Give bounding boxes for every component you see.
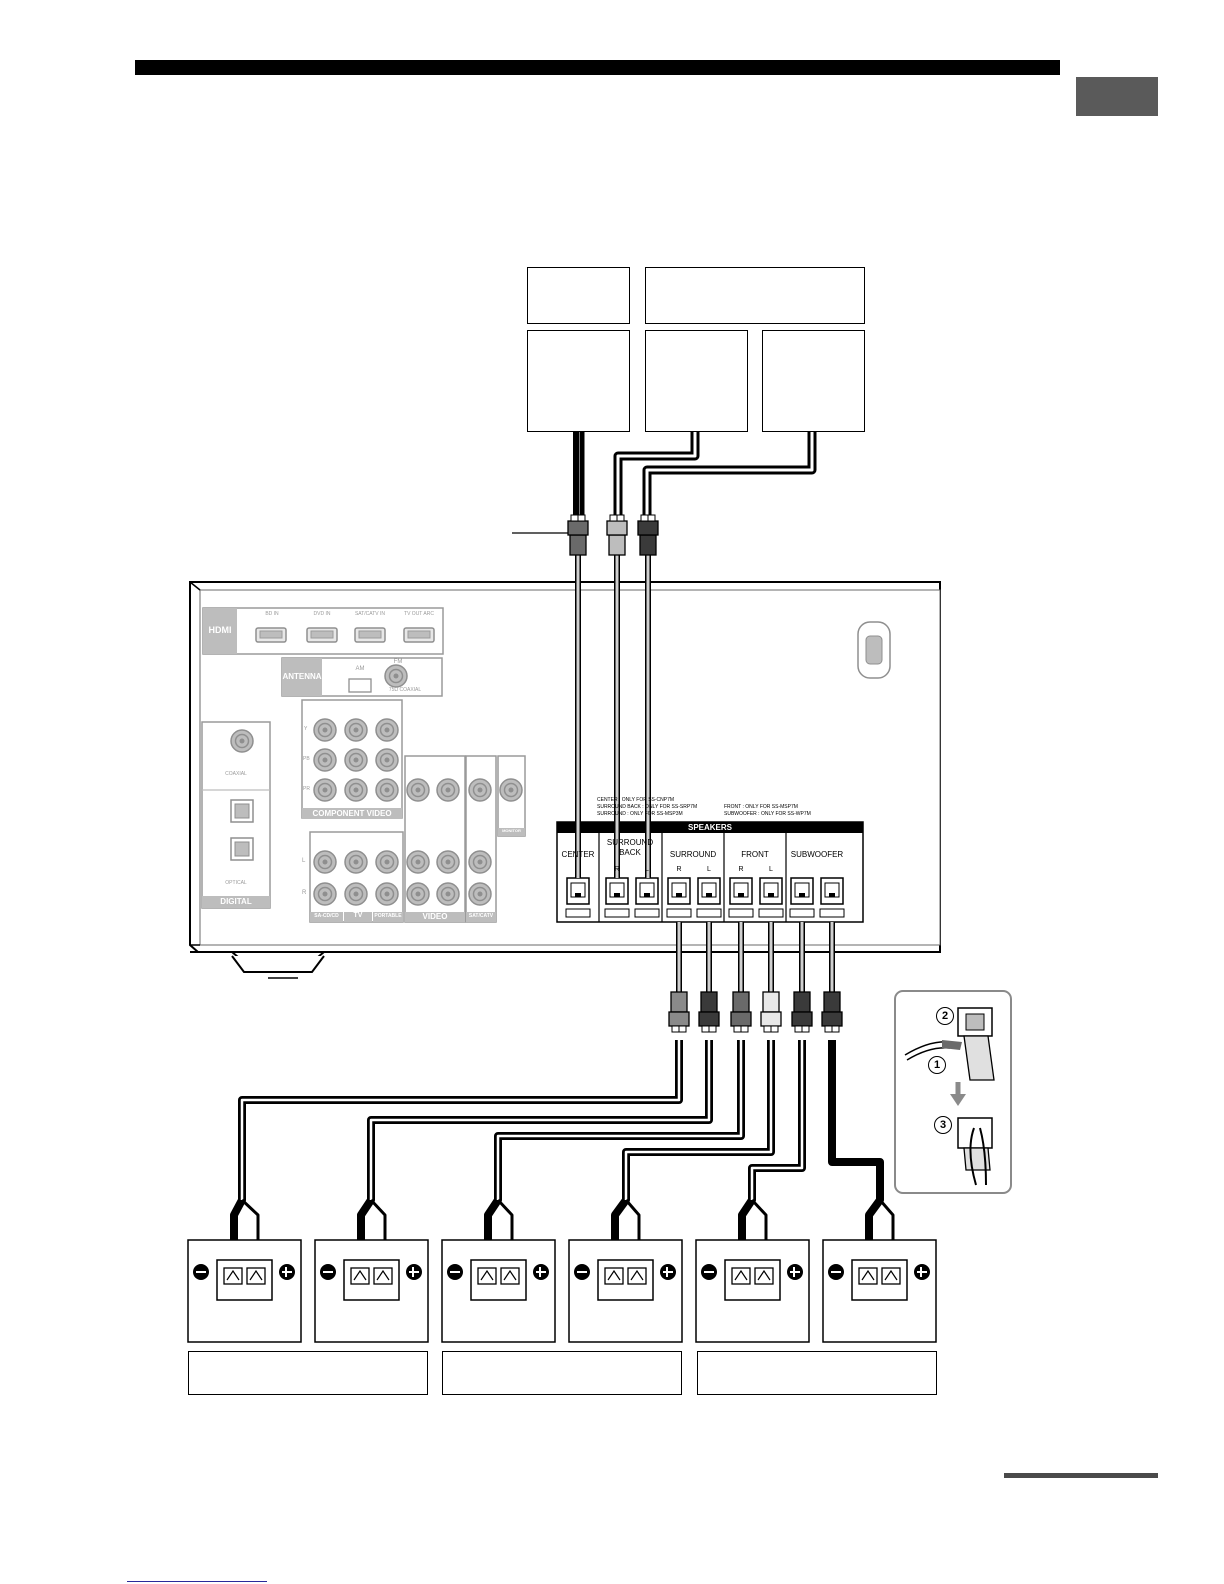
channel-label: L bbox=[707, 866, 711, 873]
sa-cd-label: SA-CD/CD bbox=[314, 913, 339, 919]
channel-label: L bbox=[769, 866, 773, 873]
bottom-group-label-box bbox=[442, 1351, 682, 1395]
jack-label-r: R bbox=[302, 890, 307, 896]
antenna-label: ANTENNA bbox=[282, 672, 322, 681]
jack-label-pr: PR bbox=[303, 786, 310, 792]
channel-label: R bbox=[738, 866, 744, 873]
speaker-group-subwoofer: SUBWOOFER bbox=[790, 850, 844, 859]
coaxial-label: COAXIAL bbox=[225, 771, 247, 777]
jack-label-y: Y bbox=[304, 726, 308, 732]
bottom-rule bbox=[1004, 1473, 1158, 1478]
monitor-label: MONITOR bbox=[502, 828, 521, 833]
title-bar bbox=[135, 60, 1060, 75]
speaker-group-surround: SURROUND bbox=[669, 850, 717, 859]
step-2-marker: 2 bbox=[936, 1007, 954, 1025]
center-speaker-box bbox=[527, 330, 630, 432]
jack-label-pb: PB bbox=[303, 756, 310, 762]
channel-label: R bbox=[676, 866, 682, 873]
hdmi-port-label: SAT/CATV IN bbox=[354, 611, 386, 617]
optical-label: OPTICAL bbox=[225, 880, 247, 886]
sat-label: SAT/CATV bbox=[468, 913, 494, 919]
am-label: AM bbox=[355, 666, 365, 672]
jack-label-l: L bbox=[302, 858, 306, 864]
speaker-note: SUBWOOFER : ONLY FOR SS-WP7M bbox=[724, 811, 811, 817]
speaker-note: SURROUND BACK : ONLY FOR SS-SRP7M bbox=[597, 804, 698, 810]
tv-label: TV bbox=[353, 912, 363, 919]
speaker-note: FRONT : ONLY FOR SS-MSP7M bbox=[724, 804, 798, 810]
hdmi-port-label: TV OUT ARC bbox=[404, 611, 434, 617]
section-tab bbox=[1076, 77, 1158, 116]
digital-label: DIGITAL bbox=[220, 897, 252, 906]
channel-label: L bbox=[645, 866, 649, 873]
speaker-group-front: FRONT bbox=[741, 850, 769, 859]
component-video-label: COMPONENT VIDEO bbox=[312, 809, 392, 818]
channel-label: R bbox=[614, 866, 620, 873]
step-3-marker: 3 bbox=[934, 1116, 952, 1134]
coax-label: 75Ω COAXIAL bbox=[388, 687, 422, 693]
surround-back-speaker-box-r bbox=[645, 330, 748, 432]
hdmi-port-label: BD IN bbox=[265, 611, 279, 617]
speaker-group-center: CENTER bbox=[561, 850, 595, 859]
surround-back-speaker-box-l bbox=[762, 330, 865, 432]
hdmi-port-label: DVD IN bbox=[313, 611, 331, 617]
speaker-note: CENTER : ONLY FOR SS-CNP7M bbox=[597, 797, 675, 803]
step-1-marker: 1 bbox=[928, 1056, 946, 1074]
speaker-group-surround-back: SURROUND BACK bbox=[606, 838, 654, 857]
speakers-title: SPEAKERS bbox=[687, 823, 732, 832]
bottom-group-label-box bbox=[188, 1351, 428, 1395]
hdmi-label: HDMI bbox=[208, 625, 232, 635]
video-label: VIDEO bbox=[422, 912, 448, 921]
speaker-note: SURROUND : ONLY FOR SS-MSP3M bbox=[597, 811, 683, 817]
top-speaker-label-box bbox=[527, 267, 630, 324]
footer-link-underline[interactable] bbox=[127, 1581, 267, 1582]
bottom-group-label-box bbox=[697, 1351, 937, 1395]
portable-label: PORTABLE bbox=[374, 913, 402, 919]
fm-label: FM bbox=[393, 659, 403, 665]
top-speaker-label-box bbox=[645, 267, 865, 324]
